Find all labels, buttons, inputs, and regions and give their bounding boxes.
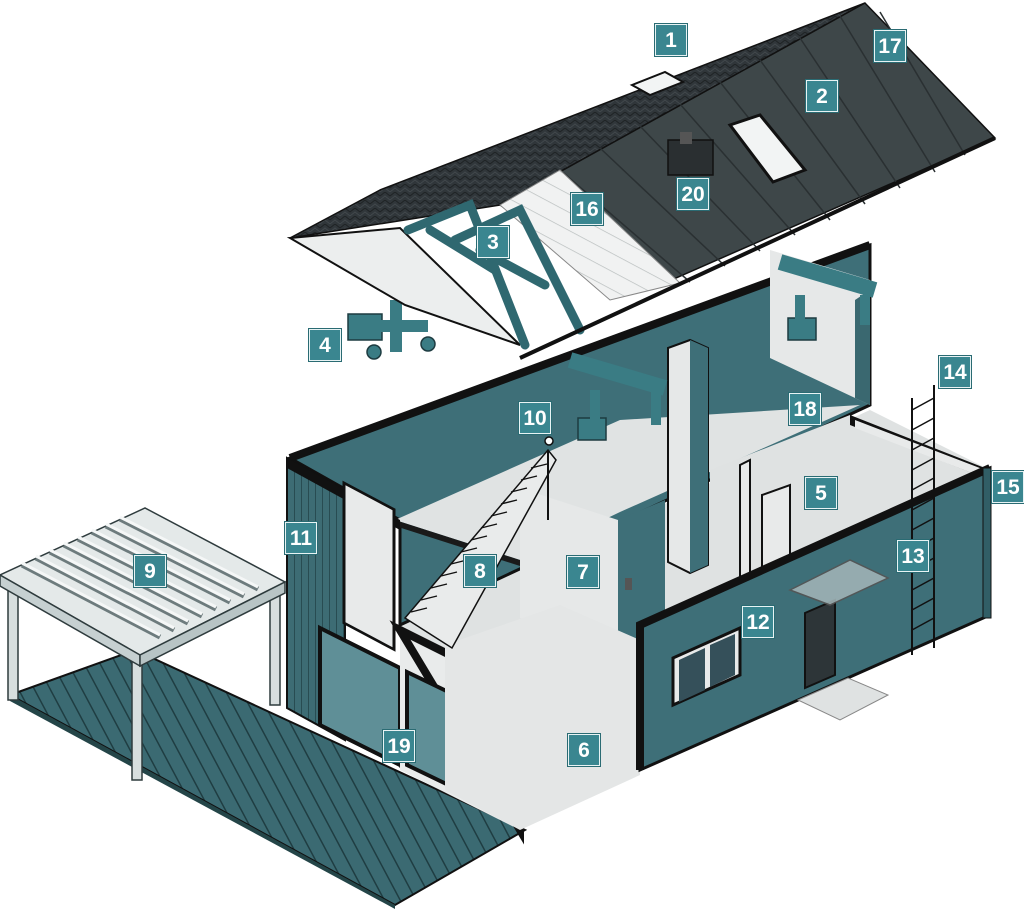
callout-4: 4: [309, 329, 341, 361]
ventilation-ducts: [347, 254, 878, 441]
callout-7: 7: [567, 556, 599, 588]
callout-9: 9: [134, 555, 166, 587]
callout-6: 6: [568, 734, 600, 766]
callout-12: 12: [742, 606, 774, 638]
callout-1: 1: [655, 24, 687, 56]
callout-15: 15: [992, 471, 1024, 503]
callout-16: 16: [571, 193, 603, 225]
callout-13: 13: [897, 540, 929, 572]
callout-18: 18: [789, 393, 821, 425]
staircase: [403, 436, 557, 650]
callout-3: 3: [477, 226, 509, 258]
living-floor: [445, 605, 640, 830]
callout-20: 20: [677, 178, 709, 210]
callout-10: 10: [519, 402, 551, 434]
chimney: [667, 338, 709, 575]
callout-5: 5: [805, 477, 837, 509]
callout-17: 17: [874, 30, 906, 62]
roof: [286, 2, 997, 360]
callout-19: 19: [383, 730, 415, 762]
callout-8: 8: [464, 555, 496, 587]
callout-2: 2: [806, 80, 838, 112]
pergola: [0, 507, 287, 781]
callout-14: 14: [939, 356, 971, 388]
callout-11: 11: [285, 522, 317, 554]
